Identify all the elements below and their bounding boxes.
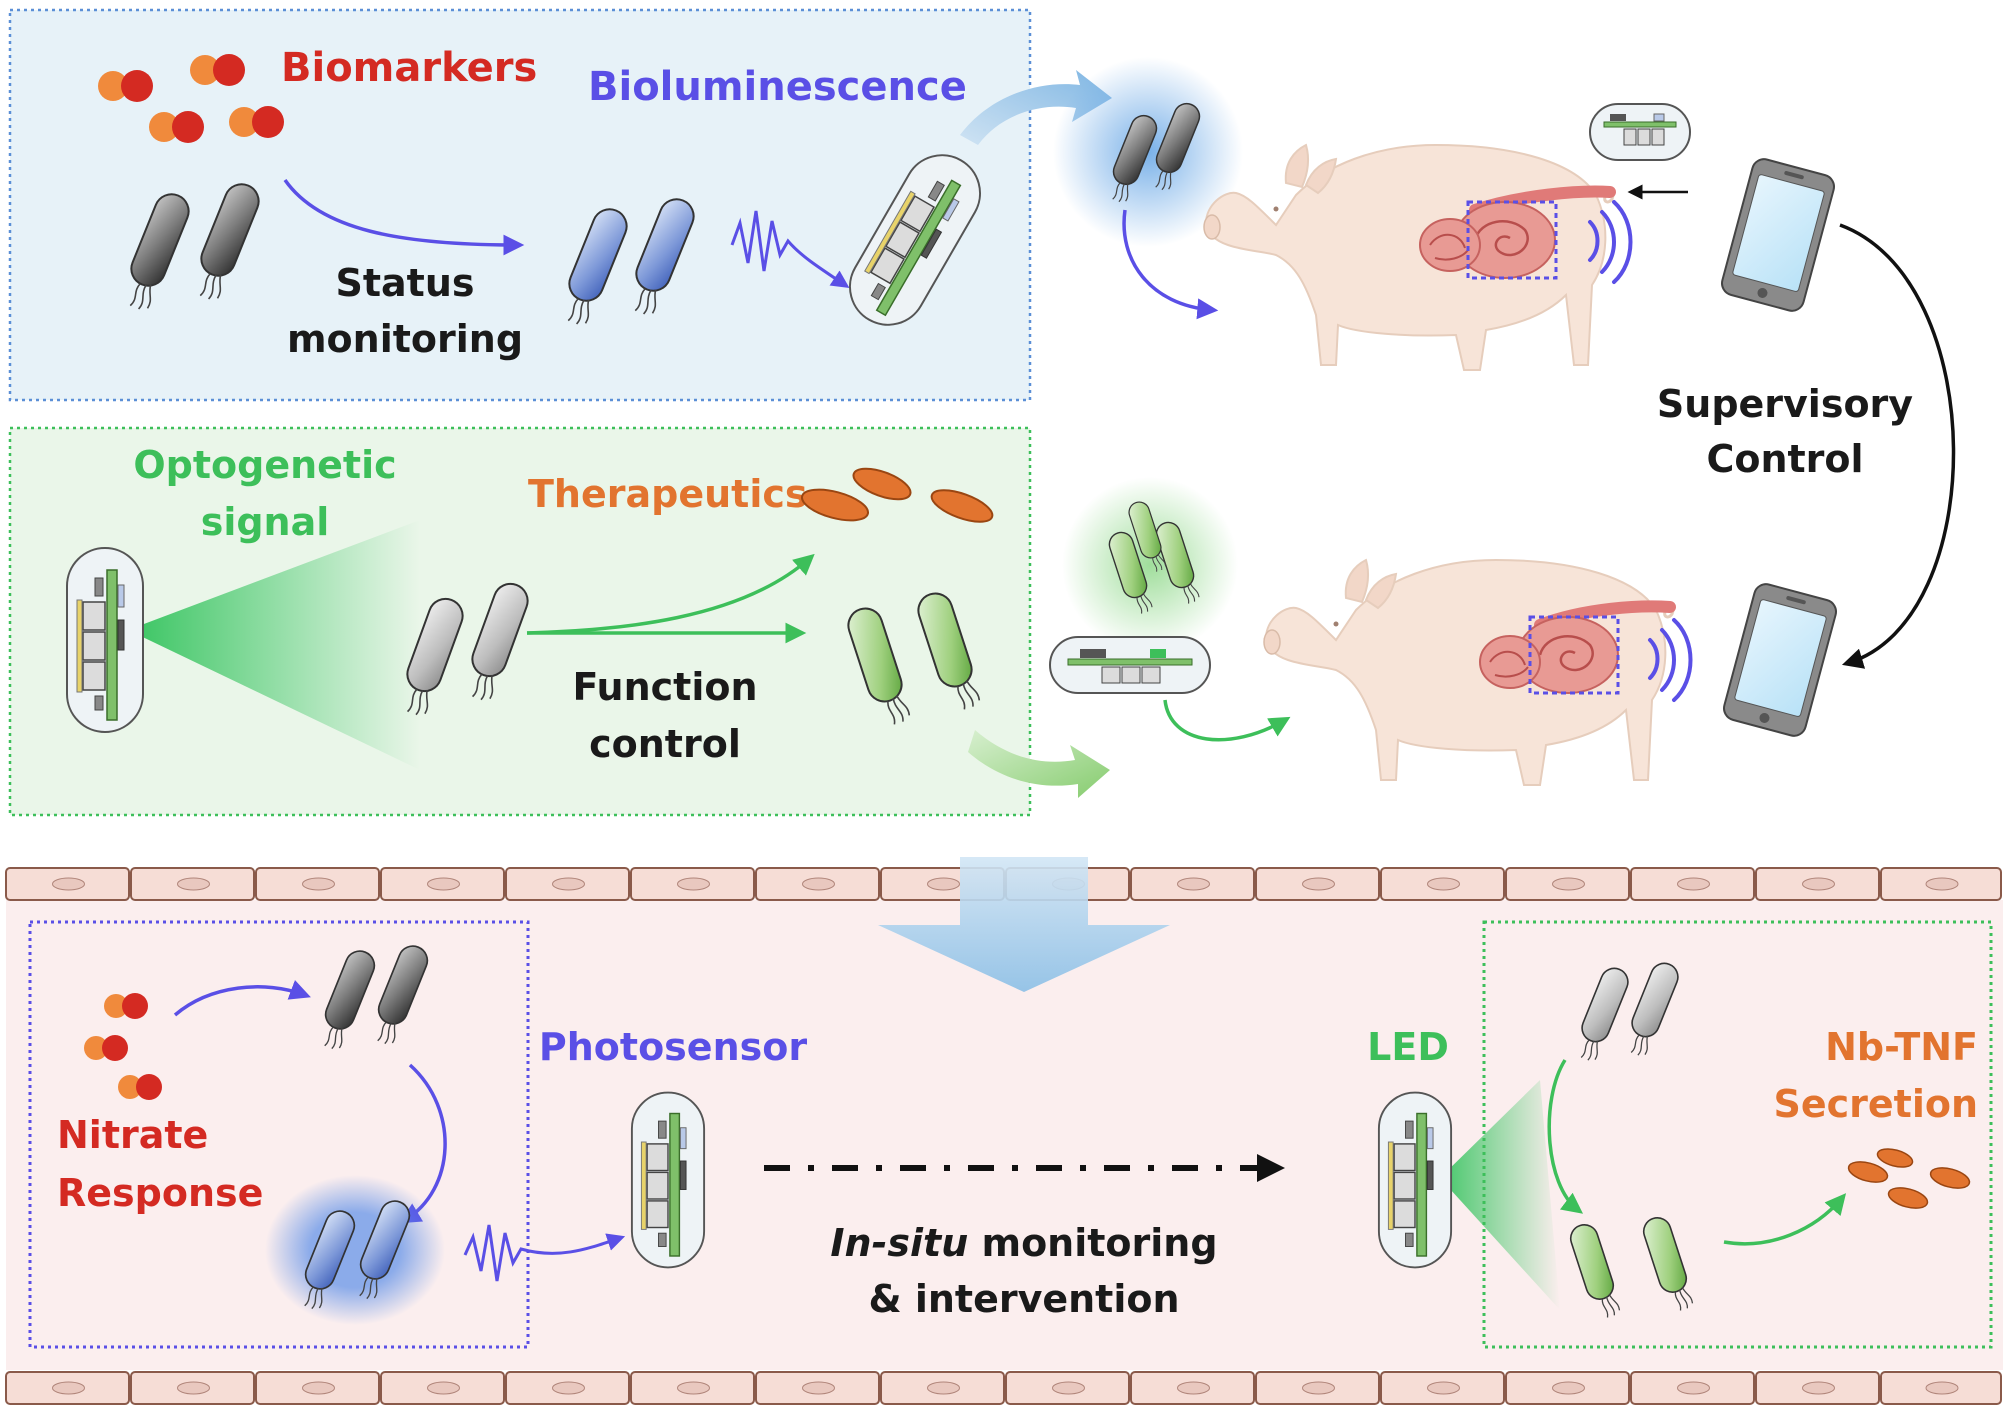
gut-cell-nucleus bbox=[427, 1381, 460, 1395]
gut-cell-nucleus bbox=[1427, 1381, 1460, 1395]
light-wave-icon bbox=[463, 1224, 626, 1282]
nbtnf-molecules bbox=[1847, 1148, 1971, 1209]
gut-cell-nucleus bbox=[1802, 1381, 1835, 1395]
capsule-device-icon bbox=[630, 1091, 706, 1269]
therapeutics-label: Therapeutics bbox=[528, 472, 808, 516]
biomarker-molecules bbox=[98, 54, 284, 143]
optogenetic-label: Optogenetic bbox=[133, 443, 396, 487]
monitoring-label: monitoring bbox=[287, 317, 523, 361]
gut-cell-nucleus bbox=[1302, 877, 1335, 891]
gut-cell-nucleus bbox=[1802, 877, 1835, 891]
gut-cell-nucleus bbox=[1427, 877, 1460, 891]
nitrate-molecules bbox=[84, 993, 162, 1100]
nitrate-response-box bbox=[28, 920, 530, 1349]
photosensor-label: Photosensor bbox=[539, 1025, 807, 1069]
nbtnf-secretion-box bbox=[1482, 920, 1993, 1349]
bioluminescent-glow bbox=[265, 1175, 445, 1325]
insitu-label: In-situ monitoring bbox=[830, 1221, 1217, 1265]
status-arrow bbox=[283, 178, 525, 256]
gut-cell-nucleus bbox=[1552, 877, 1585, 891]
flow-arrow bbox=[960, 70, 1112, 145]
smartphone-icon bbox=[1718, 155, 1838, 315]
led-light-beam bbox=[1440, 1080, 1560, 1310]
response-label: Response bbox=[57, 1171, 263, 1215]
gut-cell-nucleus bbox=[1177, 1381, 1210, 1395]
capsule-device-icon bbox=[66, 547, 144, 733]
smartphone-icon bbox=[1720, 580, 1840, 740]
capsule-device-icon bbox=[1589, 103, 1691, 161]
gut-cell-nucleus bbox=[677, 1381, 710, 1395]
supervisory-label: Supervisory bbox=[1657, 382, 1913, 426]
gut-cell-nucleus bbox=[1052, 1381, 1085, 1395]
gut-cell-nucleus bbox=[302, 1381, 335, 1395]
gut-cell-nucleus bbox=[552, 1381, 585, 1395]
wireless-signal-icon bbox=[1588, 200, 1633, 284]
wireless-signal-icon bbox=[1648, 618, 1693, 702]
dash-dot-arrowhead bbox=[1257, 1154, 1285, 1182]
gut-cell-nucleus bbox=[177, 1381, 210, 1395]
light-wave-icon bbox=[730, 210, 850, 288]
intestine-highlight-box bbox=[1528, 615, 1620, 695]
control-label: control bbox=[589, 722, 741, 766]
gut-cell-nucleus bbox=[177, 877, 210, 891]
gut-wall-bottom bbox=[5, 1371, 2002, 1405]
gut-cell-nucleus bbox=[677, 877, 710, 891]
gut-cell-nucleus bbox=[927, 1381, 960, 1395]
gut-cell-nucleus bbox=[1677, 1381, 1710, 1395]
intestine-highlight-box bbox=[1466, 200, 1558, 280]
gut-cell-nucleus bbox=[802, 877, 835, 891]
function-label: Function bbox=[572, 665, 757, 709]
supervisory-arrow bbox=[1839, 223, 1956, 669]
gut-cell-nucleus bbox=[1925, 1381, 1959, 1395]
gut-cell-nucleus bbox=[1302, 1381, 1335, 1395]
biomarkers-label: Biomarkers bbox=[281, 45, 537, 91]
ingestion-arrow bbox=[1163, 699, 1291, 742]
ingestion-arrow bbox=[1122, 209, 1219, 320]
gut-cell-nucleus bbox=[302, 877, 335, 891]
nbtnf-label: Nb-TNF bbox=[1825, 1025, 1978, 1069]
gut-cell-nucleus bbox=[1177, 877, 1210, 891]
gut-cell-nucleus bbox=[927, 877, 960, 891]
status-label: Status bbox=[335, 261, 474, 305]
gut-cell-nucleus bbox=[802, 1381, 835, 1395]
control-label-2: Control bbox=[1706, 437, 1863, 481]
signal-label: signal bbox=[201, 500, 330, 544]
nitrate-arrow bbox=[173, 980, 311, 1017]
flow-arrow bbox=[968, 730, 1110, 798]
gut-cell-nucleus bbox=[52, 877, 85, 891]
gut-cell-nucleus bbox=[427, 877, 460, 891]
green-glow bbox=[1062, 477, 1238, 653]
intestine-icon bbox=[1479, 600, 1676, 694]
gut-cell-nucleus bbox=[1677, 877, 1710, 891]
nitrate-label: Nitrate bbox=[57, 1113, 208, 1157]
pig-icon bbox=[1202, 143, 1615, 372]
secretion-arrow bbox=[1723, 1193, 1847, 1246]
gut-cell-nucleus bbox=[1925, 877, 1959, 891]
gut-cell-nucleus bbox=[1552, 1381, 1585, 1395]
flow-down-arrow bbox=[878, 857, 1170, 992]
optogenetic-light-beam bbox=[128, 520, 420, 770]
bioluminescence-label: Bioluminescence bbox=[588, 64, 967, 110]
led-label: LED bbox=[1367, 1025, 1449, 1069]
gut-cell-nucleus bbox=[52, 1381, 85, 1395]
gut-cell-nucleus bbox=[552, 877, 585, 891]
therapeutic-molecules bbox=[800, 467, 994, 523]
capsule-device-icon bbox=[1377, 1091, 1453, 1269]
activation-arrow bbox=[1547, 1059, 1584, 1214]
intervention-label: & intervention bbox=[868, 1277, 1179, 1321]
secretion-label: Secretion bbox=[1773, 1082, 1978, 1126]
capsule-device-icon bbox=[1049, 636, 1211, 694]
